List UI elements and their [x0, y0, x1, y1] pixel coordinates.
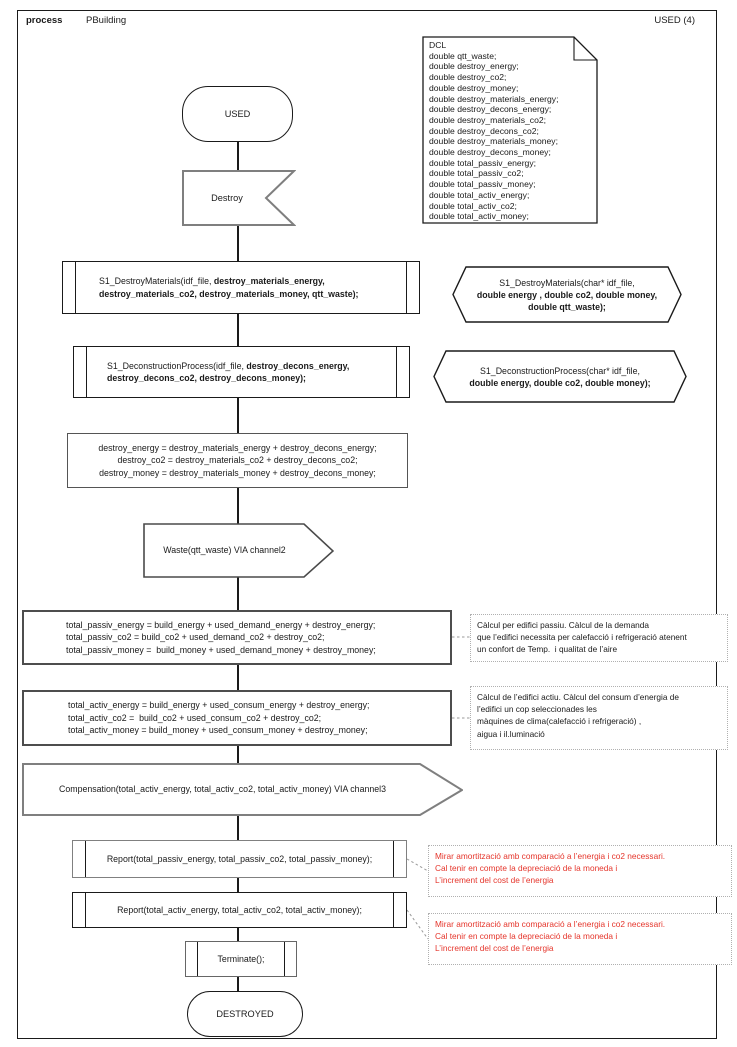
- state-used[interactable]: USED: [182, 86, 293, 142]
- task-total-activ[interactable]: total_activ_energy = build_energy + used…: [22, 690, 452, 746]
- comment-passiv[interactable]: Càlcul per edifici passiu. Càlcul de la …: [470, 614, 728, 662]
- procedure-decl-destroy-materials[interactable]: S1_DestroyMaterials(char* idf_file, doub…: [452, 266, 682, 323]
- procedure-bar-right: [283, 942, 285, 976]
- task-destroy-totals-text: destroy_energy = destroy_materials_energ…: [98, 442, 377, 478]
- procedure-call-report-passiv[interactable]: Report(total_passiv_energy, total_passiv…: [72, 840, 407, 878]
- output-signal-shape: [22, 763, 463, 816]
- page-label: USED (4): [654, 15, 695, 26]
- comment-amortization-passiv[interactable]: Mirar amortització amb comparació a l’en…: [428, 845, 732, 897]
- decl-deconstruction-line2: double energy, double co2, double money)…: [469, 377, 651, 388]
- procedure-call-report-activ[interactable]: Report(total_activ_energy, total_activ_c…: [72, 892, 407, 928]
- report-passiv-label: Report(total_passiv_energy, total_passiv…: [106, 853, 373, 864]
- decl-destroy-materials-line1: S1_DestroyMaterials(char* idf_file,: [499, 277, 635, 288]
- procedure-bar-left: [85, 893, 87, 927]
- terminate-label: Terminate();: [217, 953, 265, 964]
- comment-activ-text: Càlcul de l’edifici actiu. Càlcul del co…: [477, 692, 679, 739]
- input-signal-shape: [182, 170, 296, 226]
- task-destroy-totals[interactable]: destroy_energy = destroy_materials_energ…: [67, 433, 408, 488]
- decl-destroy-materials-line2: double energy , double co2, double money…: [476, 289, 658, 300]
- task-total-passiv[interactable]: total_passiv_energy = build_energy + use…: [22, 610, 452, 665]
- report-activ-label: Report(total_activ_energy, total_activ_c…: [117, 904, 362, 915]
- dcl-declarations-text: DCL double qtt_waste; double destroy_ene…: [429, 40, 559, 222]
- procedure-bar-right: [405, 262, 407, 313]
- call-deconstruction-line2: destroy_decons_co2, destroy_decons_money…: [107, 373, 306, 383]
- output-signal-compensation-label: Compensation(total_activ_energy, total_a…: [59, 784, 386, 795]
- comment-amortization-passiv-text: Mirar amortització amb comparació a l’en…: [435, 851, 666, 886]
- procedure-bar-left: [197, 942, 199, 976]
- procedure-call-terminate[interactable]: Terminate();: [185, 941, 297, 977]
- task-total-passiv-text: total_passiv_energy = build_energy + use…: [66, 619, 376, 655]
- input-signal-destroy-label: Destroy: [211, 192, 243, 203]
- diagram-frame: [17, 10, 717, 1039]
- output-signal-waste[interactable]: Waste(qtt_waste) VIA channel2: [143, 523, 334, 578]
- state-destroyed-label: DESTROYED: [216, 1008, 274, 1019]
- state-destroyed[interactable]: DESTROYED: [187, 991, 303, 1037]
- decl-destroy-materials-line3: double qtt_waste);: [528, 301, 606, 312]
- comment-amortization-activ[interactable]: Mirar amortització amb comparació a l’en…: [428, 913, 732, 965]
- output-signal-shape: [143, 523, 334, 578]
- diagram-kind-label: process: [26, 15, 63, 26]
- procedure-bar-right: [395, 347, 397, 397]
- decl-deconstruction-line1: S1_DeconstructionProcess(char* idf_file,: [480, 365, 640, 376]
- comment-amortization-activ-text: Mirar amortització amb comparació a l’en…: [435, 919, 666, 954]
- procedure-bar-left: [86, 347, 88, 397]
- procedure-decl-shape: [452, 266, 682, 323]
- procedure-bar-left: [75, 262, 77, 313]
- procedure-bar-right: [392, 841, 394, 877]
- task-total-activ-text: total_activ_energy = build_energy + used…: [68, 700, 370, 736]
- call-destroy-materials-line2: destroy_materials_co2, destroy_materials…: [99, 288, 359, 299]
- call-deconstruction-line1: S1_DeconstructionProcess(idf_file, destr…: [107, 360, 350, 371]
- input-signal-destroy[interactable]: Destroy: [182, 170, 296, 226]
- output-signal-waste-label: Waste(qtt_waste) VIA channel2: [163, 545, 286, 556]
- comment-activ[interactable]: Càlcul de l’edifici actiu. Càlcul del co…: [470, 686, 728, 750]
- state-used-label: USED: [224, 108, 251, 119]
- comment-passiv-text: Càlcul per edifici passiu. Càlcul de la …: [477, 620, 687, 655]
- call-destroy-materials-line1: S1_DestroyMaterials(idf_file, destroy_ma…: [99, 276, 325, 286]
- folded-corner-outline: [422, 36, 598, 224]
- procedure-decl-deconstruction[interactable]: S1_DeconstructionProcess(char* idf_file,…: [433, 350, 687, 403]
- procedure-bar-right: [392, 893, 394, 927]
- procedure-bar-left: [85, 841, 87, 877]
- dcl-text-symbol[interactable]: DCL double qtt_waste; double destroy_ene…: [422, 36, 598, 224]
- procedure-decl-shape: [433, 350, 687, 403]
- procedure-call-destroy-materials[interactable]: S1_DestroyMaterials(idf_file, destroy_ma…: [62, 261, 420, 314]
- output-signal-compensation[interactable]: Compensation(total_activ_energy, total_a…: [22, 763, 463, 816]
- process-name: PBuilding: [86, 15, 127, 26]
- procedure-call-deconstruction[interactable]: S1_DeconstructionProcess(idf_file, destr…: [73, 346, 410, 398]
